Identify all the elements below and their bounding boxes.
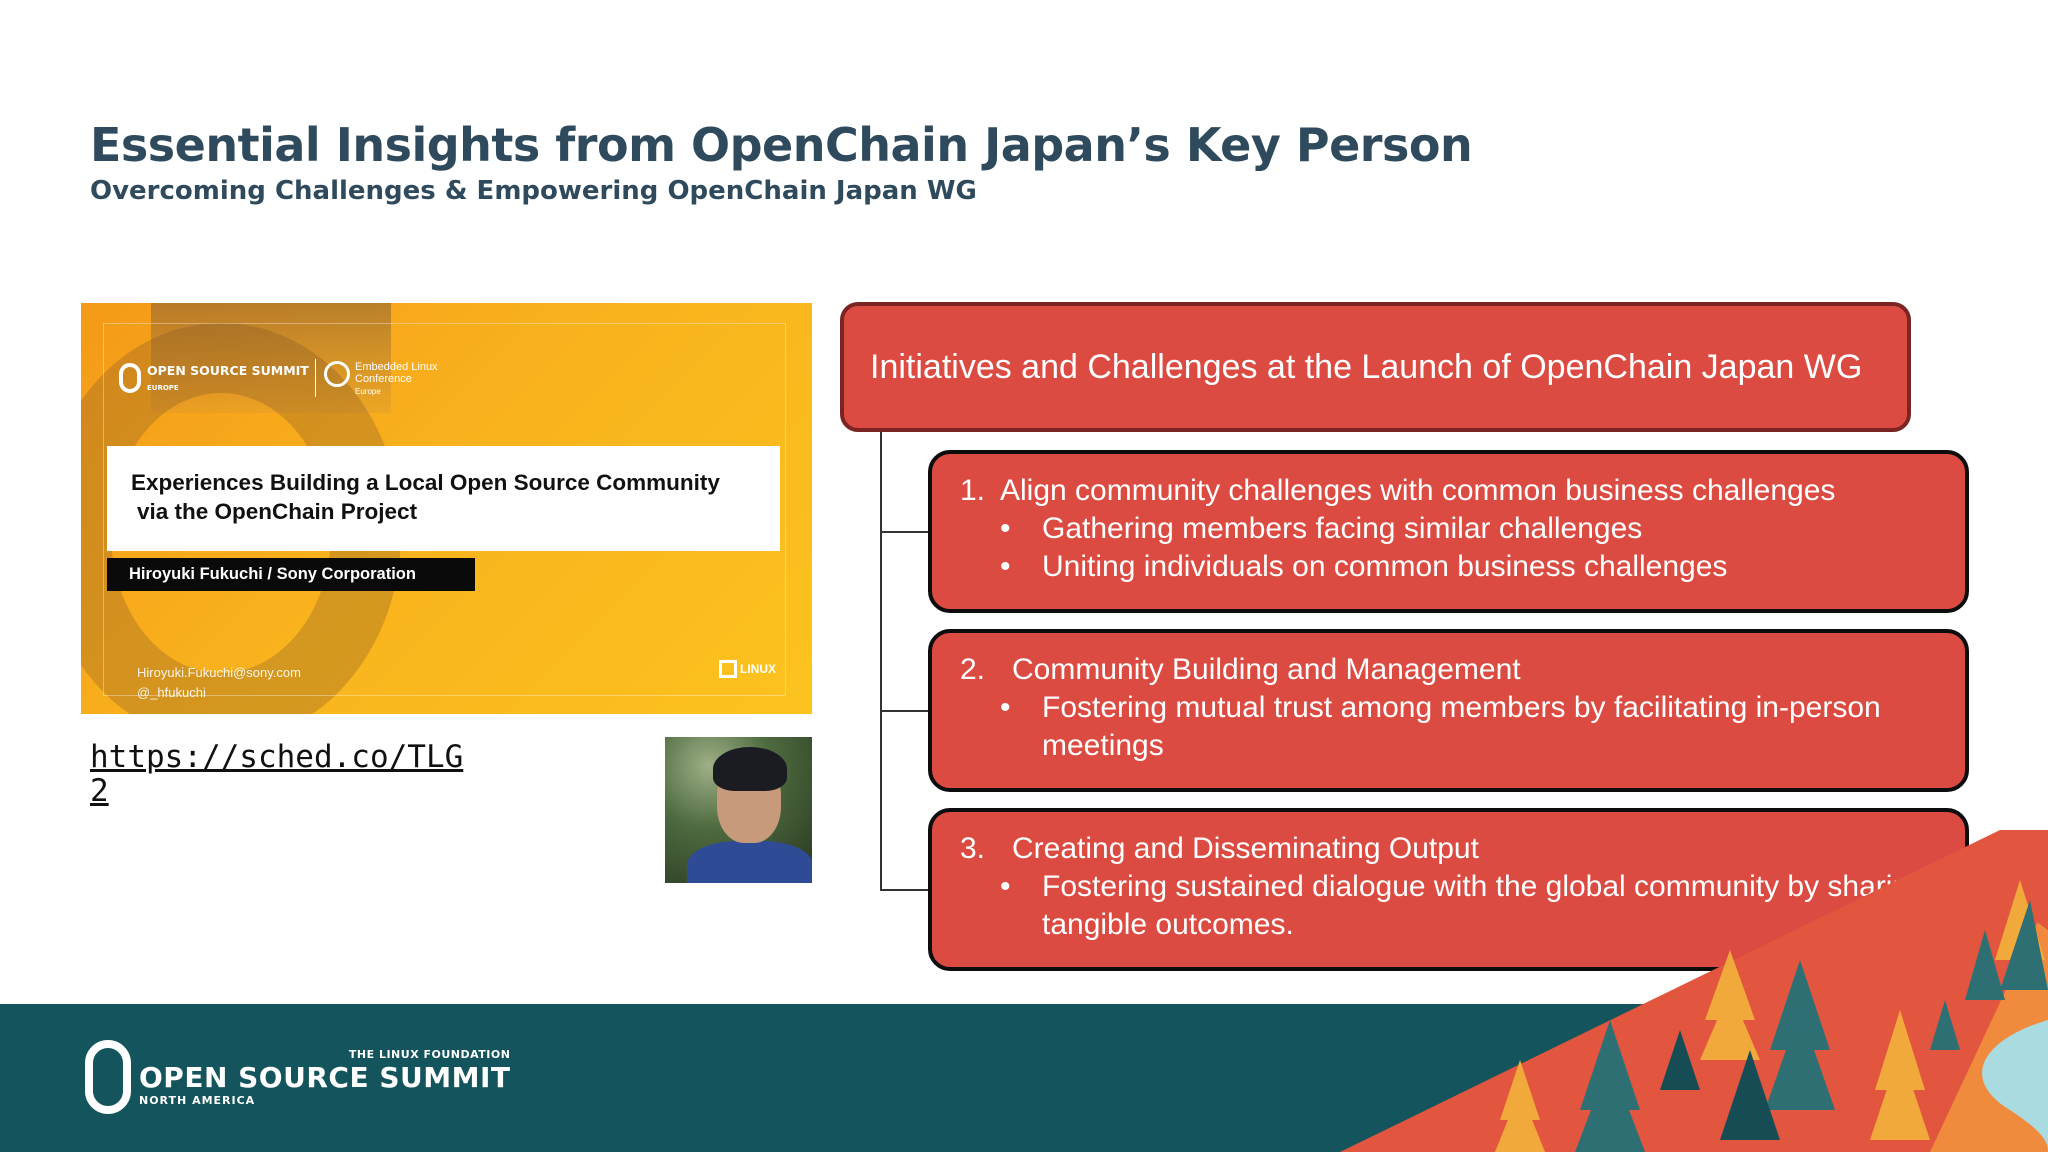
initiative-bullets-3: Fostering sustained dialogue with the gl… [960,868,1945,944]
slide-subtitle: Overcoming Challenges & Empowering OpenC… [90,176,977,206]
initiative-number-1: 1. [960,474,986,507]
diagram-connector-1 [880,531,930,533]
footer-region: NORTH AMERICA [139,1093,256,1107]
elc-region: Europe [355,387,381,396]
thumbnail-event-logo: OPEN SOURCE SUMMIT [147,363,309,378]
photo-jacket [687,841,812,883]
footer-foundation: THE LINUX FOUNDATION [348,1047,511,1061]
thumbnail-logo-divider [315,359,316,397]
initiative-bullet: Gathering members facing similar challen… [960,510,1945,548]
talk-thumbnail: OPEN SOURCE SUMMIT EUROPE Embedded Linux… [81,303,812,714]
thumbnail-lf-logo: LINUX [719,660,776,678]
thumbnail-lf-text: LINUX [740,662,776,676]
initiative-heading-3: 3. Creating and Disseminating Output [960,830,1945,868]
talk-contact: Hiroyuki.Fukuchi@sony.com @_hfukuchi [137,663,301,703]
footer-oss-logo: THE LINUX FOUNDATION OPEN SOURCE SUMMIT … [85,1040,510,1114]
mountain-peak [1965,830,2048,930]
oss-logo-icon [119,363,141,393]
initiative-number-3: 3. [960,832,986,865]
talk-email: Hiroyuki.Fukuchi@sony.com [137,665,301,680]
elc-logo-icon [324,361,350,387]
initiative-heading-text-3: Creating and Disseminating Output [1012,832,1479,865]
thumbnail-elc-logo: Embedded Linux Conference Europe [324,361,438,398]
talk-handle: @_hfukuchi [137,685,206,700]
initiative-heading-text-2: Community Building and Management [1012,653,1521,686]
elc-line2: Conference [355,373,412,385]
diagram-header-box: Initiatives and Challenges at the Launch… [840,302,1911,432]
photo-hair [713,747,787,791]
diagram-connector-3 [880,889,930,891]
initiative-heading-1: 1. Align community challenges with common… [960,472,1945,510]
initiative-bullet: Fostering sustained dialogue with the gl… [960,868,1945,944]
initiative-box-2: 2. Community Building and Management Fost… [928,629,1969,792]
sched-link[interactable]: https://sched.co/TLG2 [90,739,464,809]
initiative-number-2: 2. [960,653,986,686]
initiative-heading-2: 2. Community Building and Management [960,651,1945,689]
initiative-bullet: Fostering mutual trust among members by … [960,689,1945,765]
thumbnail-frame [103,323,786,696]
diagram-connector-vertical [880,432,882,890]
initiative-bullets-2: Fostering mutual trust among members by … [960,689,1945,765]
elc-line1: Embedded Linux [355,361,438,373]
thumbnail-oss-logo: OPEN SOURCE SUMMIT EUROPE [119,363,309,393]
talk-title-box: Experiences Building a Local Open Source… [107,446,780,551]
talk-title-line1: Experiences Building a Local Open Source… [131,470,720,495]
talk-title-line2: via the OpenChain Project [137,499,418,524]
oss-logo-icon [85,1040,131,1114]
tree-shape [1965,930,2005,1000]
talk-author: Hiroyuki Fukuchi / Sony Corporation [107,558,475,591]
speaker-photo [665,737,812,883]
slide-title: Essential Insights from OpenChain Japan’… [90,118,1473,172]
initiative-bullets-1: Gathering members facing similar challen… [960,510,1945,586]
initiative-heading-text-1: Align community challenges with common b… [1000,474,1836,507]
tree-shape [2000,900,2048,990]
thumbnail-event-region: EUROPE [147,384,179,392]
footer-summit: OPEN SOURCE SUMMIT [139,1060,511,1094]
linux-foundation-icon [719,660,737,678]
initiative-box-3: 3. Creating and Disseminating Output Fost… [928,808,1969,971]
tree-shape [1995,880,2045,960]
diagram-connector-2 [880,710,930,712]
initiative-box-1: 1. Align community challenges with common… [928,450,1969,613]
initiative-bullet: Uniting individuals on common business c… [960,548,1945,586]
